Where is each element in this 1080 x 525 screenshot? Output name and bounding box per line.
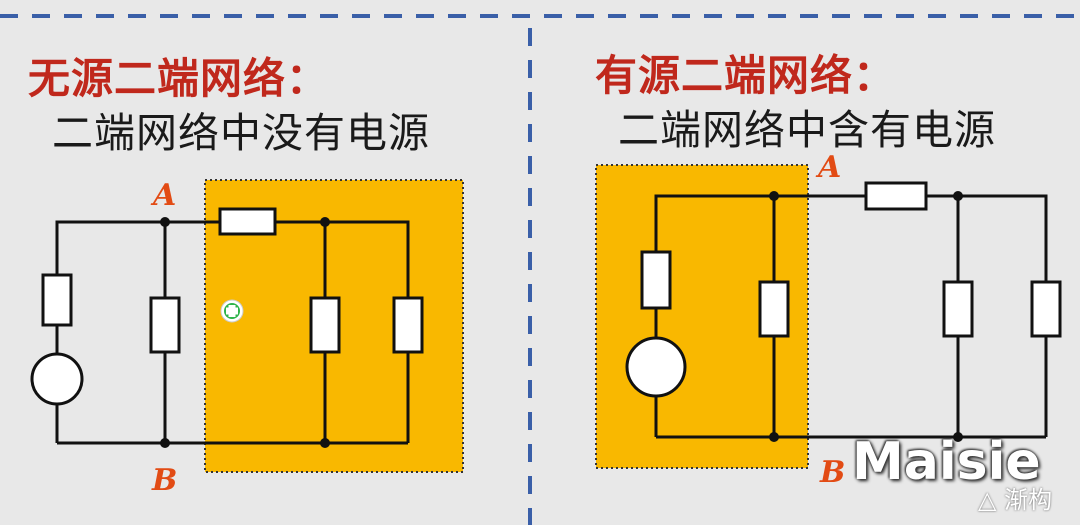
resistor-parallel-1: [309, 296, 341, 354]
active-wires: [654, 194, 1048, 439]
resistor-parallel-1: [942, 280, 974, 338]
passive-network-diagram: A B: [30, 178, 464, 498]
watermark-subtext: △ 渐构: [978, 488, 1052, 512]
resistor-shunt-ab: [149, 296, 181, 354]
junction-dot: [953, 191, 963, 201]
voltage-source: [625, 336, 687, 398]
left-terminal-b: B: [151, 463, 177, 498]
right-heading: 有源二端网络：: [595, 51, 897, 100]
junction-dot: [769, 432, 779, 442]
voltage-source: [30, 352, 84, 406]
resistor-parallel-2: [1030, 280, 1062, 338]
resistor-series: [864, 181, 928, 211]
active-network-diagram: A B: [595, 150, 1062, 490]
junction-dot: [160, 438, 170, 448]
resistor-series: [218, 207, 277, 236]
left-heading: 无源二端网络：: [28, 54, 330, 103]
cursor-plus-icon: [220, 299, 244, 323]
resistor-shunt: [758, 280, 790, 338]
resistor-parallel-2: [392, 296, 424, 354]
watermark-subtext-label: 渐构: [1004, 486, 1053, 514]
left-description: 二端网络中没有电源: [52, 109, 430, 157]
resistor-source-internal: [640, 250, 672, 310]
watermark-logo: Maisie: [852, 432, 1041, 492]
junction-dot: [320, 438, 330, 448]
left-terminal-a: A: [150, 178, 176, 213]
right-terminal-a: A: [815, 150, 841, 185]
resistor-source-internal: [41, 273, 73, 327]
junction-dot: [160, 217, 170, 227]
junction-dot: [769, 191, 779, 201]
junction-dot: [953, 432, 963, 442]
passive-wires: [55, 220, 410, 445]
right-description: 二端网络中含有电源: [618, 106, 996, 154]
watermark-logo-icon: △: [978, 486, 997, 514]
right-terminal-b: B: [819, 455, 845, 490]
junction-dot: [320, 217, 330, 227]
